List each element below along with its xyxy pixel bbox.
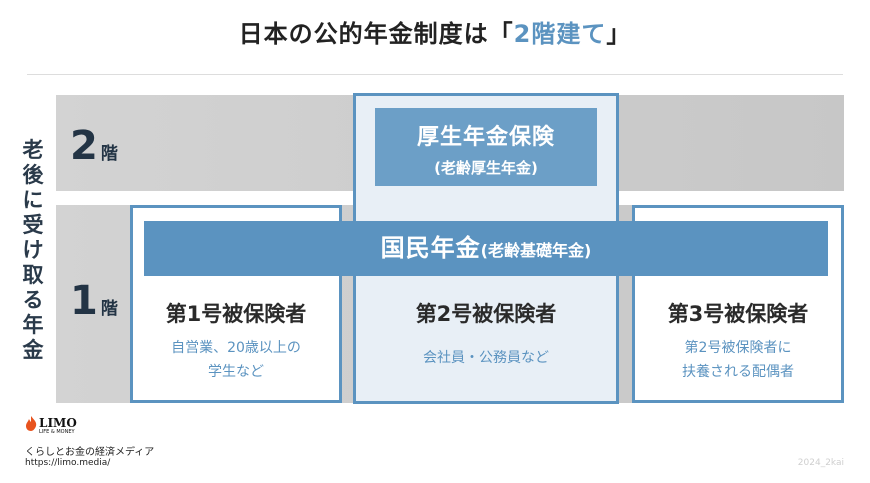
side-label-char: 受 xyxy=(22,213,44,237)
side-label-char: る xyxy=(22,288,44,312)
side-label-char: け xyxy=(22,238,44,262)
floor-unit: 階 xyxy=(100,144,118,164)
national-pension-title: 国民年金 xyxy=(380,234,481,262)
title-close: 」 xyxy=(606,20,632,48)
desc-line: 第2号被保険者に xyxy=(684,340,792,356)
insured-category-3-name: 第3号被保険者 xyxy=(667,302,809,326)
logo-subtext: LIFE & MONEY xyxy=(39,429,75,435)
tagline: くらしとお金の経済メディア xyxy=(25,447,155,458)
side-label-char: 後 xyxy=(22,163,44,187)
floor-number: 2 xyxy=(70,123,98,169)
side-label: 老 後 に 受 け 取 る 年 金 xyxy=(20,138,46,363)
site-url: https://limo.media/ xyxy=(25,458,111,468)
page-title: 日本の公的年金制度は「2階建て」 xyxy=(0,14,870,49)
limo-flame-icon xyxy=(26,416,37,431)
floor-unit: 階 xyxy=(100,299,118,319)
title-main: 日本の公的年金制度は「 xyxy=(238,20,514,48)
national-pension-bar: 国民年金(老齢基礎年金) xyxy=(144,221,828,276)
desc-line: 扶養される配偶者 xyxy=(682,364,794,380)
employees-pension-subtitle: (老齢厚生年金) xyxy=(434,159,538,177)
side-label-char: 金 xyxy=(22,338,44,362)
title-divider xyxy=(27,74,843,75)
side-label-char: 年 xyxy=(22,313,44,337)
desc-line: 自営業、20歳以上の xyxy=(171,340,301,356)
credit-text: 2024_2kai xyxy=(797,458,844,468)
side-label-char: 取 xyxy=(22,263,44,287)
insured-category-1-desc: 自営業、20歳以上の 学生など xyxy=(130,336,342,384)
logo-text: LIMO xyxy=(39,416,77,430)
employees-pension-box: 厚生年金保険 (老齢厚生年金) xyxy=(375,108,597,186)
insured-category-3-desc: 第2号被保険者に 扶養される配偶者 xyxy=(632,336,844,384)
insured-category-2-name: 第2号被保険者 xyxy=(415,302,557,326)
insured-category-2-desc: 会社員・公務員など xyxy=(353,346,619,370)
title-accent: 2階建て xyxy=(513,20,607,48)
employees-pension-title: 厚生年金保険 xyxy=(416,125,555,150)
insured-category-1-name: 第1号被保険者 xyxy=(165,302,307,326)
side-label-char: に xyxy=(22,188,44,212)
desc-line: 学生など xyxy=(208,364,264,380)
desc-line: 会社員・公務員など xyxy=(423,350,549,366)
national-pension-subtitle: (老齢基礎年金) xyxy=(480,241,592,260)
side-label-char: 老 xyxy=(22,138,44,162)
floor-number: 1 xyxy=(70,278,98,324)
